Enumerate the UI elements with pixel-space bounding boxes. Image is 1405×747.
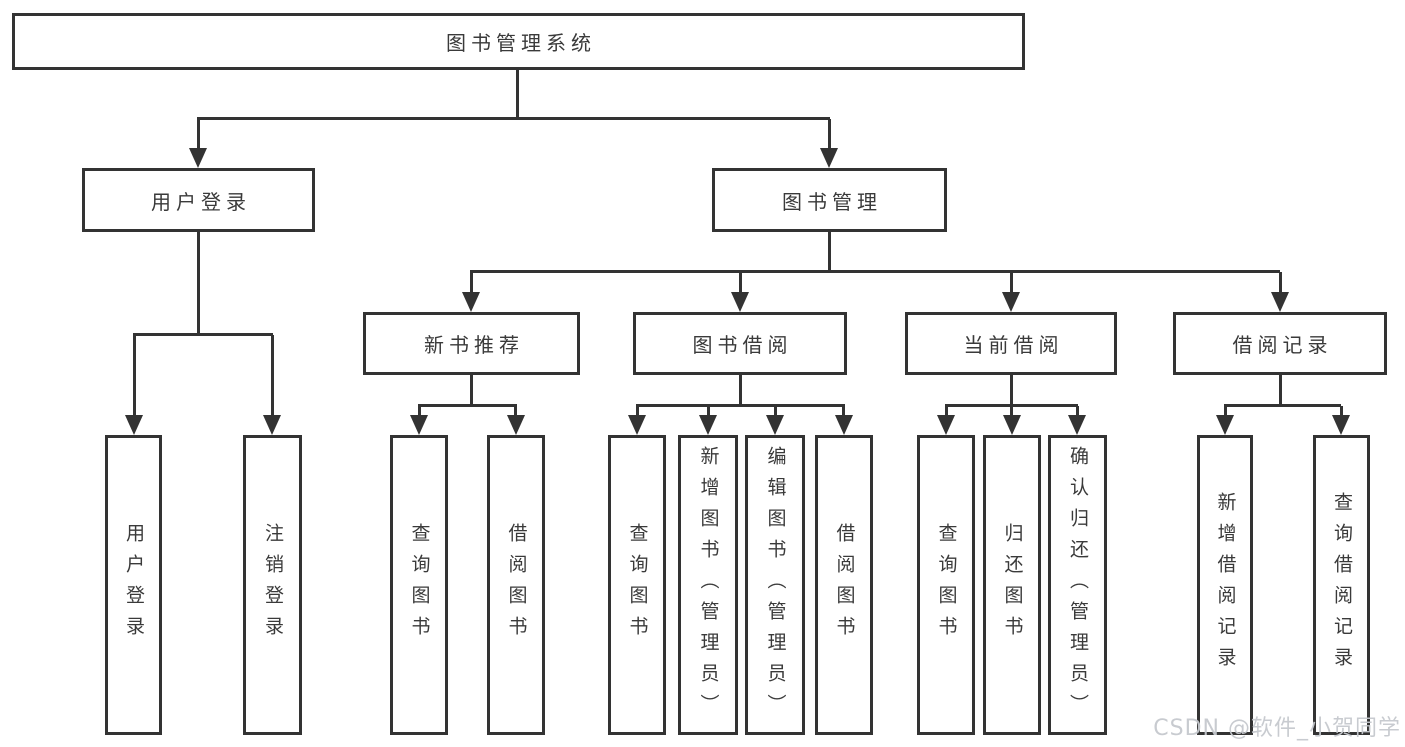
arrow-down-icon (628, 415, 646, 435)
arrow-down-icon (1068, 415, 1086, 435)
arrow-down-icon (189, 148, 207, 168)
node-label: 借阅图书 (833, 523, 856, 647)
connector-line (739, 375, 742, 406)
node-label: 新增借阅记录 (1214, 492, 1237, 678)
arrow-down-icon (1332, 415, 1350, 435)
connector-line (514, 406, 517, 417)
connector-line (707, 406, 710, 417)
leaf-borrow-books: 借阅图书 (815, 435, 873, 735)
node-label: 图书管理 (782, 189, 882, 214)
node-label: 新增图书（管理员） (697, 445, 720, 725)
leaf-edit-books-admin: 编辑图书（管理员） (745, 435, 805, 735)
node-label: 图书管理系统 (446, 31, 596, 55)
arrow-down-icon (699, 415, 717, 435)
leaf-confirm-return-admin: 确认归还（管理员） (1048, 435, 1107, 735)
connector-line (133, 333, 273, 336)
leaf-query-books: 查询图书 (390, 435, 448, 735)
node-label: 归还图书 (1001, 523, 1024, 647)
connector-line (197, 119, 200, 151)
leaf-add-books-admin: 新增图书（管理员） (678, 435, 738, 735)
watermark-text: CSDN @软件_小贺同学 (1153, 716, 1401, 741)
node-book-management: 图书管理 (712, 168, 947, 232)
connector-line (418, 406, 421, 417)
node-book-borrow: 图书借阅 (633, 312, 847, 375)
node-label: 查询图书 (626, 523, 649, 647)
arrow-down-icon (937, 415, 955, 435)
arrow-down-icon (125, 415, 143, 435)
node-current-borrow: 当前借阅 (905, 312, 1117, 375)
connector-line (470, 272, 473, 294)
leaf-query-borrow-record: 查询借阅记录 (1313, 435, 1370, 735)
node-label: 查询图书 (408, 523, 431, 647)
node-label: 用户登录 (151, 189, 251, 214)
connector-line (945, 404, 1078, 407)
arrow-down-icon (462, 292, 480, 312)
leaf-user-login: 用户登录 (105, 435, 162, 735)
connector-line (1279, 375, 1282, 406)
connector-line (1010, 272, 1013, 294)
arrow-down-icon (731, 292, 749, 312)
connector-line (271, 335, 274, 417)
node-label: 用户登录 (123, 523, 145, 647)
arrow-down-icon (835, 415, 853, 435)
connector-line (739, 272, 742, 294)
connector-line (1340, 406, 1343, 417)
arrow-down-icon (263, 415, 281, 435)
connector-line (1224, 406, 1227, 417)
node-label: 注销登录 (262, 523, 284, 647)
connector-line (197, 232, 200, 334)
node-label: 新书推荐 (424, 333, 524, 357)
arrow-down-icon (820, 148, 838, 168)
connector-line (470, 270, 1280, 273)
arrow-down-icon (1216, 415, 1234, 435)
connector-line (945, 406, 948, 417)
connector-line (470, 375, 473, 406)
node-label: 查询借阅记录 (1331, 492, 1353, 678)
connector-line (133, 335, 136, 417)
arrow-down-icon (766, 415, 784, 435)
node-root: 图书管理系统 (12, 13, 1025, 70)
connector-line (1224, 404, 1341, 407)
connector-line (1076, 406, 1079, 417)
connector-line (516, 70, 519, 119)
connector-line (1010, 406, 1013, 417)
node-user-login: 用户登录 (82, 168, 315, 232)
leaf-borrow-books: 借阅图书 (487, 435, 545, 735)
connector-line (1279, 272, 1282, 294)
connector-line (197, 117, 830, 120)
connector-line (1010, 375, 1013, 406)
leaf-return-books: 归还图书 (983, 435, 1041, 735)
node-label: 确认归还（管理员） (1067, 445, 1089, 725)
connector-line (418, 404, 517, 407)
connector-line (636, 406, 639, 417)
node-borrow-record: 借阅记录 (1173, 312, 1387, 375)
node-label: 编辑图书（管理员） (764, 445, 787, 725)
node-label: 借阅图书 (505, 523, 528, 647)
connector-line (774, 406, 777, 417)
connector-line (828, 232, 831, 272)
leaf-query-books: 查询图书 (917, 435, 975, 735)
leaf-query-books: 查询图书 (608, 435, 666, 735)
node-label: 借阅记录 (1232, 333, 1333, 357)
node-new-book-recommend: 新书推荐 (363, 312, 580, 375)
node-label: 查询图书 (935, 523, 958, 647)
node-label: 图书借阅 (692, 333, 793, 357)
arrow-down-icon (1002, 292, 1020, 312)
arrow-down-icon (507, 415, 525, 435)
leaf-add-borrow-record: 新增借阅记录 (1197, 435, 1253, 735)
arrow-down-icon (1003, 415, 1021, 435)
node-label: 当前借阅 (963, 333, 1064, 357)
leaf-logout: 注销登录 (243, 435, 302, 735)
arrow-down-icon (410, 415, 428, 435)
connector-line (842, 406, 845, 417)
connector-line (636, 404, 845, 407)
connector-line (828, 119, 831, 151)
arrow-down-icon (1271, 292, 1289, 312)
